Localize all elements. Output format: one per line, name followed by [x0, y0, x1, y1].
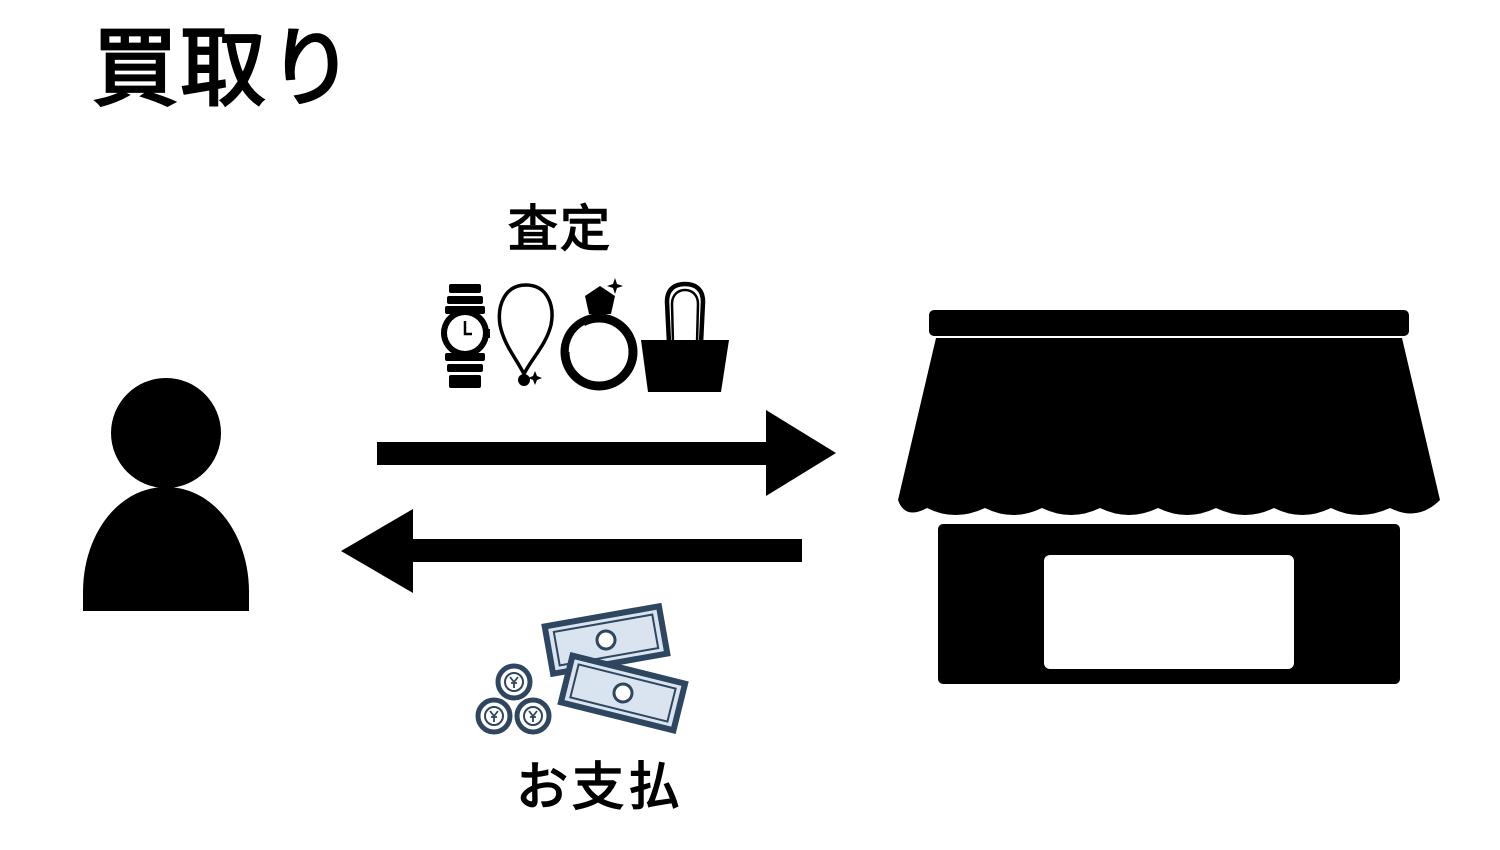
- payment-label: お支払: [516, 757, 685, 818]
- ring-icon: [560, 278, 638, 391]
- watch-icon: [441, 284, 490, 388]
- store-window: [1044, 555, 1294, 669]
- person-icon: [83, 378, 249, 611]
- necklace-icon: [497, 283, 554, 386]
- store-icon: [898, 310, 1440, 684]
- bag-icon: [641, 281, 729, 392]
- banknotes-icon: [541, 602, 689, 734]
- arrow-left-icon: [341, 509, 802, 593]
- arrow-right-icon: [377, 410, 836, 496]
- appraisal-label: 査定: [508, 199, 612, 258]
- page-title: 買取り: [92, 18, 356, 119]
- coins-icon: [475, 663, 552, 735]
